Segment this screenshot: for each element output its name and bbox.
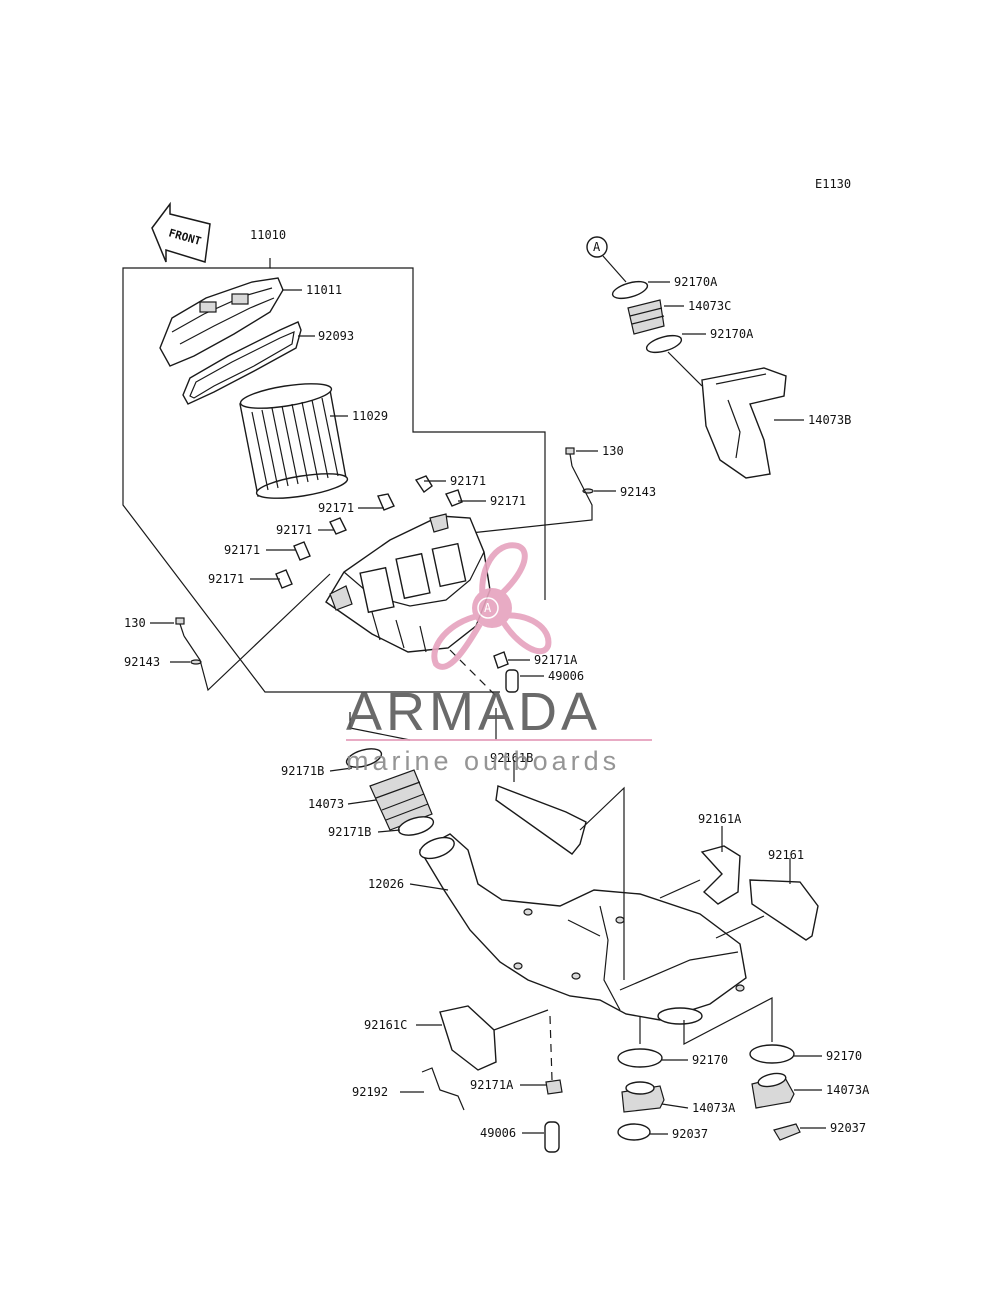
label-92171-e: 92171 [224,543,260,557]
frame-lines-intake [349,708,497,741]
pad-92161C [439,1005,497,1071]
label-14073: 14073 [308,797,344,811]
label-92192: 92192 [352,1085,388,1099]
screw-130-top [565,447,575,467]
label-92171A-mid: 92171A [534,653,578,667]
filter-element-11029 [239,383,349,499]
clamp-92171B-top [345,748,383,768]
hose-49006-mid [505,669,519,693]
label-11010: 11010 [250,228,286,242]
label-14073A-right: 14073A [826,1083,870,1097]
assembly-bracket-11010 [122,258,546,693]
watermark-name: ARMADA [346,682,601,742]
pad-92161B [495,785,587,855]
label-92171-a: 92171 [450,474,486,488]
label-49006-mid: 49006 [548,669,584,683]
duct-14073B [701,367,787,479]
label-49006-bottom: 49006 [480,1126,516,1140]
label-92171-d: 92171 [276,523,312,537]
label-14073B: 14073B [808,413,851,427]
label-92170A-bottom: 92170A [710,327,754,341]
air-cleaner-cover-11011 [159,277,284,367]
clamp-92170A-top [611,280,649,300]
clamp-92170-left [617,1048,663,1068]
label-92037-left: 92037 [672,1127,708,1141]
gasket-92093 [182,321,302,405]
boot-14073A-right [751,1072,795,1109]
clip-92037-right [773,1123,801,1141]
pad-92161 [749,879,819,941]
clip-92171A-bottom [545,1079,563,1095]
label-92171B-bottom: 92171B [328,825,371,839]
label-130-top: 130 [602,444,624,458]
clip-92037-left [617,1123,651,1141]
label-92161: 92161 [768,848,804,862]
label-14073A-left: 14073A [692,1101,736,1115]
pad-92161A [700,845,741,905]
label-11029: 11029 [352,409,388,423]
air-cleaner-case [325,513,491,653]
label-92171-b: 92171 [490,494,526,508]
clip-92171A-mid [493,651,509,669]
hose-92192 [421,1067,465,1111]
label-11011: 11011 [306,283,342,297]
label-92037-right: 92037 [830,1121,866,1135]
hose-14073 [369,769,433,831]
callout-a-top-letter: A [593,240,601,254]
hose-14073C [627,299,665,335]
boot-14073A-left [621,1081,665,1113]
intake-duct-12026 [419,833,747,1025]
front-arrow-icon: FRONT [151,201,211,263]
callout-a-mid [477,597,499,619]
label-130-left: 130 [124,616,146,630]
label-92171B-top: 92171B [281,764,324,778]
clamp-92170-right [749,1044,795,1064]
washer-92143-left [190,659,202,665]
label-14073C: 14073C [688,299,731,313]
label-92170-right: 92170 [826,1049,862,1063]
label-92171-c: 92171 [318,501,354,515]
label-92171-f: 92171 [208,572,244,586]
diagram-code: E1130 [815,177,851,191]
label-92170-left: 92170 [692,1053,728,1067]
clamp-92170A-bottom [645,334,683,354]
label-92161B: 92161B [490,751,533,765]
propeller-icon [431,542,552,670]
callout-a-top [586,236,608,258]
label-92143-top: 92143 [620,485,656,499]
label-92161A: 92161A [698,812,742,826]
label-92093: 92093 [318,329,354,343]
clamp-92171B-bottom [397,816,435,836]
hose-49006-bottom [544,1121,560,1153]
label-92170A-top: 92170A [674,275,718,289]
callout-a-mid-letter: A [484,601,492,615]
watermark-tagline: marine outboards [346,746,620,776]
screw-130-left [175,617,185,637]
label-92171A-bottom: 92171A [470,1078,514,1092]
label-12026: 12026 [368,877,404,891]
label-92161C: 92161C [364,1018,407,1032]
label-92143-left: 92143 [124,655,160,669]
armada-logo: A ARMADA marine outboards [346,542,652,776]
